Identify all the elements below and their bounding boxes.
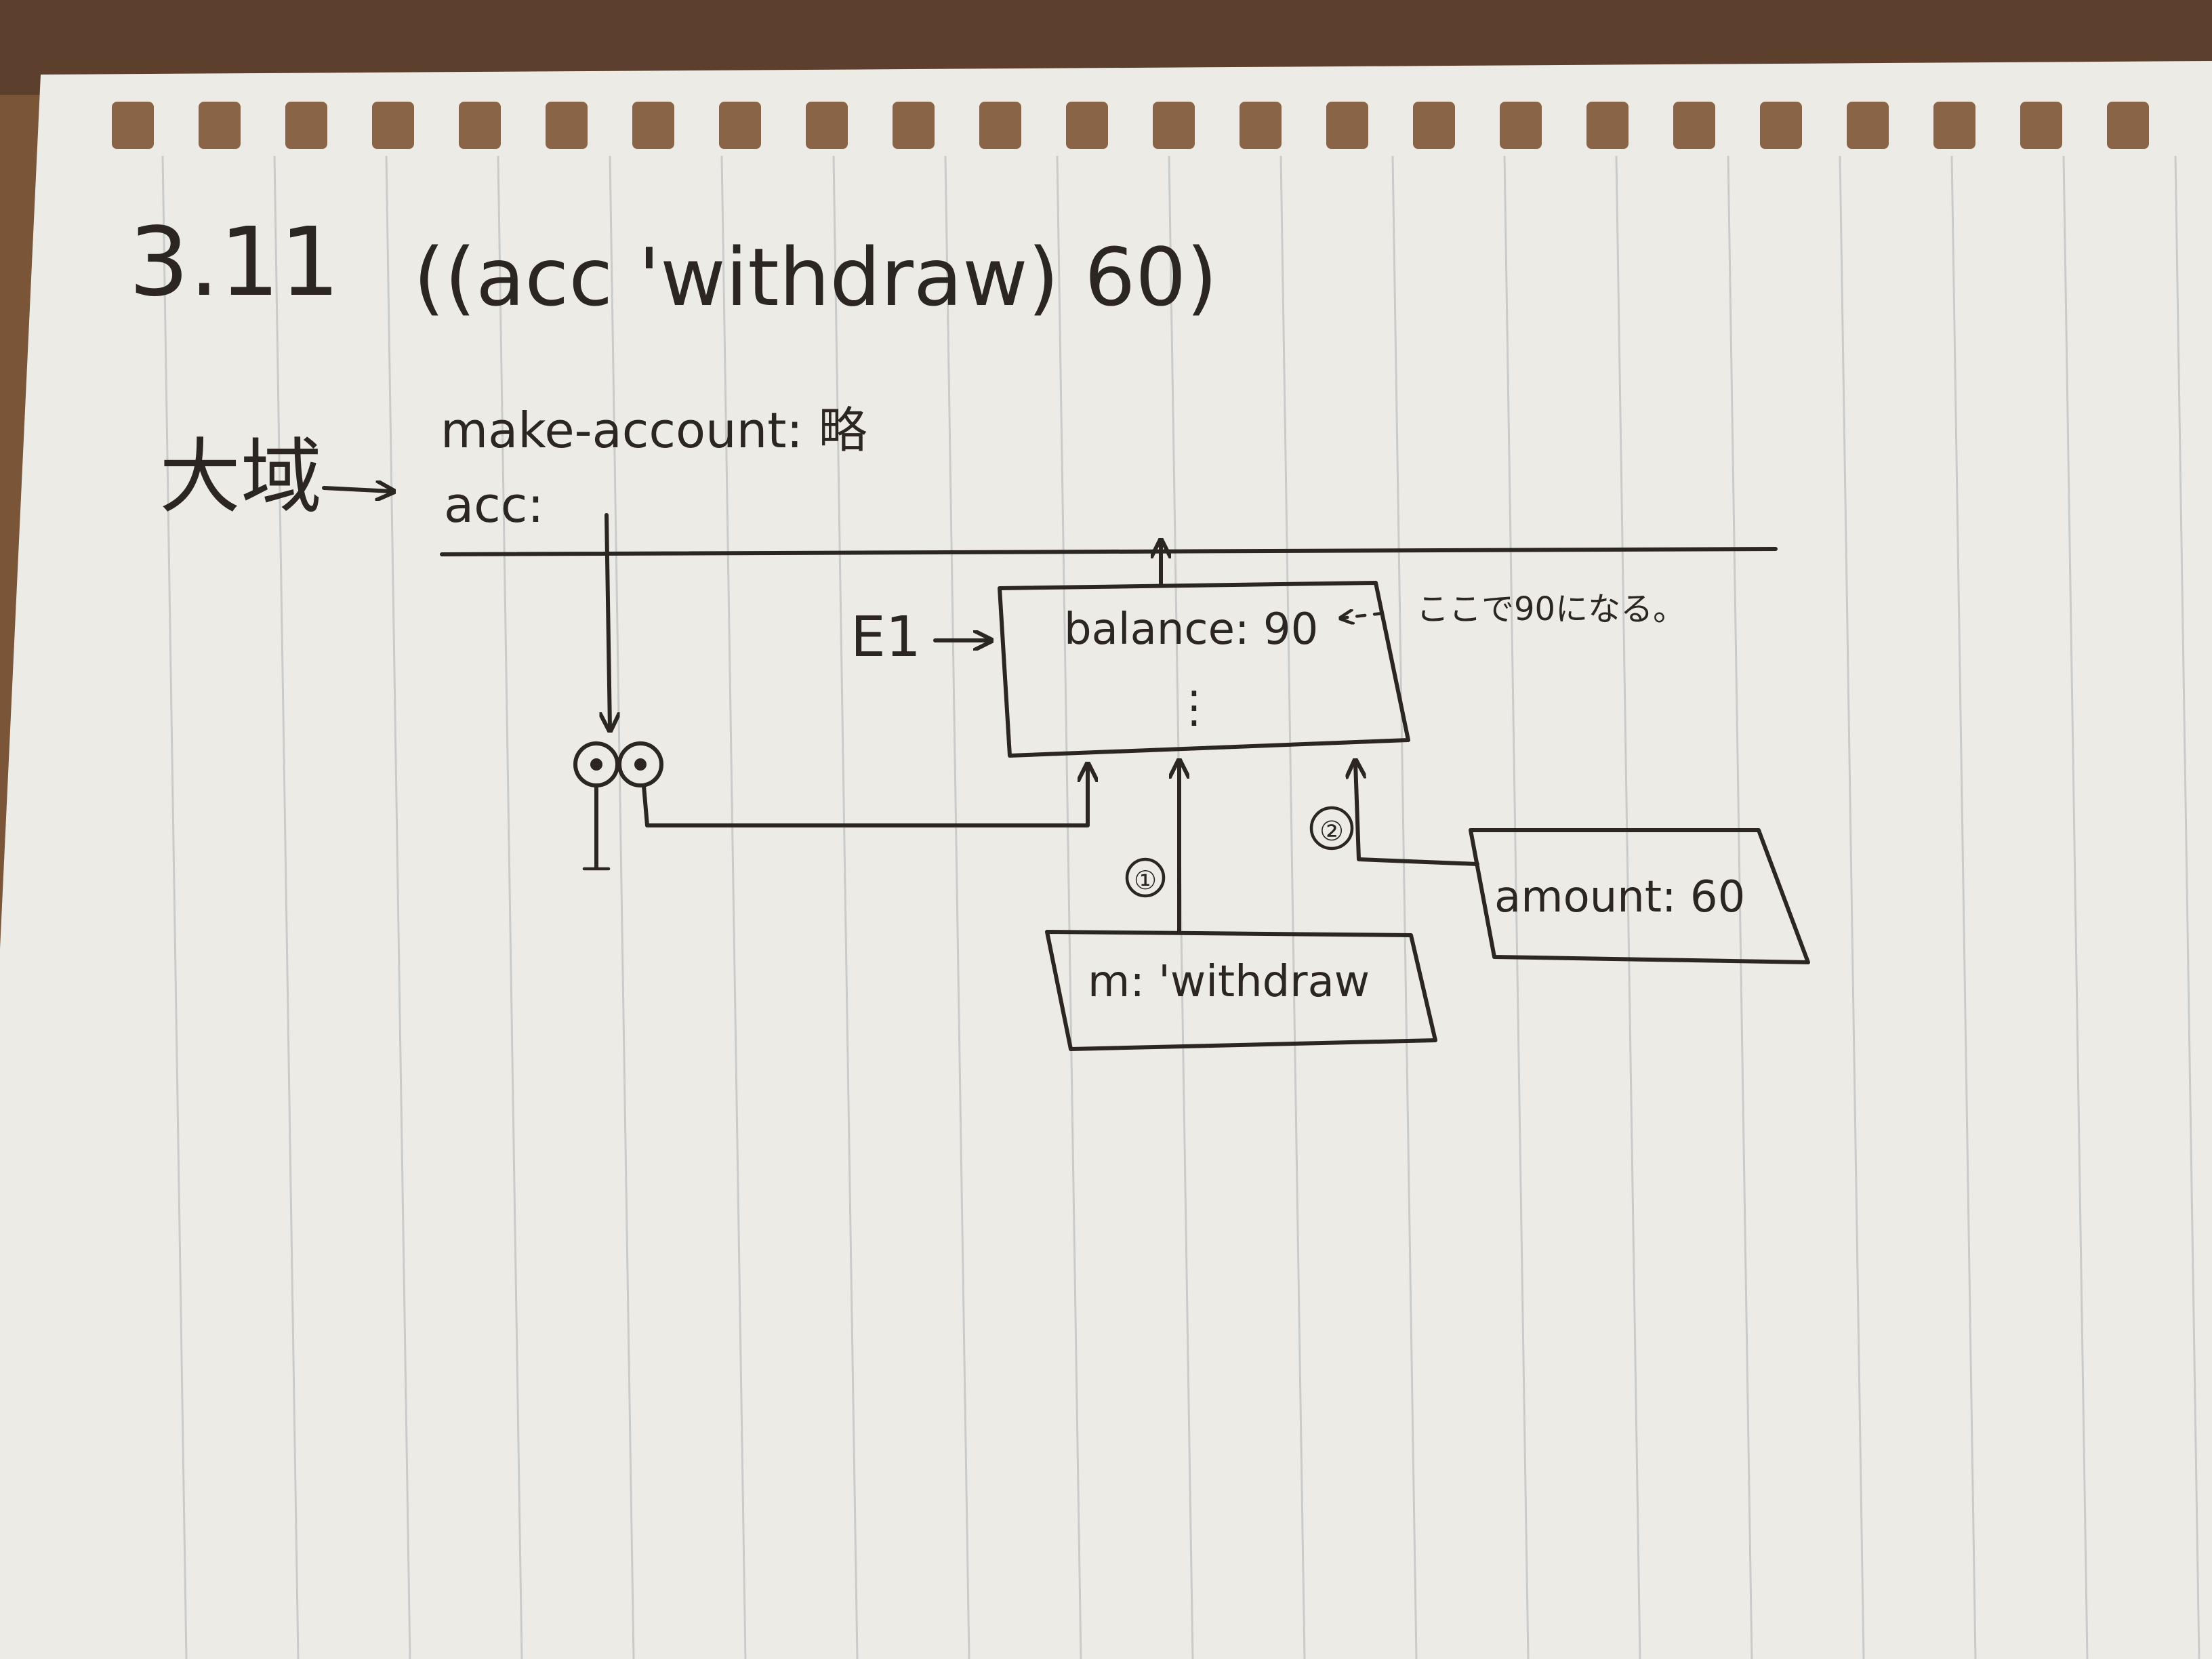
spiral-hole	[1933, 102, 1975, 149]
spiral-hole	[1240, 102, 1282, 149]
page-rule-line	[273, 155, 300, 1659]
page-rule-line	[1727, 155, 1753, 1659]
global-env-label: 大域	[159, 430, 322, 525]
frame-e1-ellipsis: ⋮	[1172, 682, 1216, 733]
spiral-hole	[1586, 102, 1629, 149]
spiral-hole	[546, 102, 588, 149]
spiral-hole	[1760, 102, 1802, 149]
page-rule-line	[1391, 155, 1418, 1659]
spiral-hole	[2107, 102, 2149, 149]
page-rule-line	[161, 155, 188, 1659]
frame-withdraw-binding: m: 'withdraw	[1088, 957, 1370, 1007]
spiral-hole	[1153, 102, 1195, 149]
page-rule-line	[944, 155, 970, 1659]
frame-e1: E1 balance: 90 ⋮	[851, 542, 1410, 758]
page-rule-line	[609, 155, 635, 1659]
page-rule-line	[385, 155, 411, 1659]
frame-amount-parent-arrow	[1355, 762, 1479, 866]
spiral-hole	[1326, 102, 1368, 149]
frame-e1-label: E1	[851, 605, 921, 670]
spiral-hole	[1847, 102, 1889, 149]
spiral-hole	[632, 102, 674, 149]
spiral-hole	[806, 102, 848, 149]
page-rule-line	[720, 155, 747, 1659]
acc-pointer-arrow	[607, 513, 610, 729]
page-rule-line	[1615, 155, 1641, 1659]
marker-second-circle	[1309, 806, 1354, 851]
spiral-hole	[719, 102, 761, 149]
spiral-hole	[979, 102, 1021, 149]
global-environment: 大域 make-account: 略 acc:	[159, 402, 1778, 556]
procedure-env-pointer	[642, 766, 1088, 827]
page-rules	[161, 155, 2200, 1659]
spiral-hole	[112, 102, 154, 149]
marker-first: ①	[1134, 865, 1157, 895]
page-rule-line	[832, 155, 859, 1659]
frame-e1-binding: balance: 90	[1064, 605, 1318, 655]
expression-title: ((acc 'withdraw) 60)	[413, 230, 1217, 324]
annotation-text: ここで90になる。	[1416, 590, 1685, 628]
spiral-holes	[112, 102, 2149, 149]
marker-first-circle	[1125, 857, 1166, 898]
spiral-hole	[2020, 102, 2062, 149]
page-rule-line	[1839, 155, 1865, 1659]
frame-amount: amount: 60 ②	[1309, 762, 1810, 964]
frame-e1-box	[998, 581, 1410, 758]
global-env-bottom-line	[440, 547, 1778, 556]
spiral-hole	[372, 102, 414, 149]
page-rule-line	[2062, 155, 2089, 1659]
notebook-page	[0, 61, 2212, 1659]
procedure-object	[573, 741, 1088, 871]
global-binding-acc: acc:	[444, 476, 544, 533]
page-rule-line	[1503, 155, 1530, 1659]
frame-amount-binding: amount: 60	[1494, 872, 1745, 922]
page-rule-line	[1056, 155, 1082, 1659]
page-rule-line	[1279, 155, 1306, 1659]
frame-amount-box	[1469, 828, 1810, 964]
frame-withdraw: m: 'withdraw ①	[1045, 762, 1437, 1051]
spiral-hole	[285, 102, 327, 149]
global-env-pointer-arrow	[322, 488, 392, 491]
frame-withdraw-box	[1045, 930, 1437, 1051]
exercise-number: 3.11	[129, 207, 340, 318]
annotation-pointer	[1342, 613, 1385, 618]
spiral-hole	[1500, 102, 1542, 149]
global-binding-make-account: make-account: 略	[441, 402, 867, 459]
spiral-hole	[199, 102, 241, 149]
spiral-hole	[1673, 102, 1715, 149]
spiral-hole	[1066, 102, 1108, 149]
page-rule-line	[1950, 155, 1977, 1659]
marker-second: ②	[1319, 816, 1344, 847]
page-rule-line	[2174, 155, 2200, 1659]
page-rule-line	[497, 155, 523, 1659]
spiral-hole	[893, 102, 935, 149]
spiral-hole	[459, 102, 501, 149]
spiral-hole	[1413, 102, 1455, 149]
